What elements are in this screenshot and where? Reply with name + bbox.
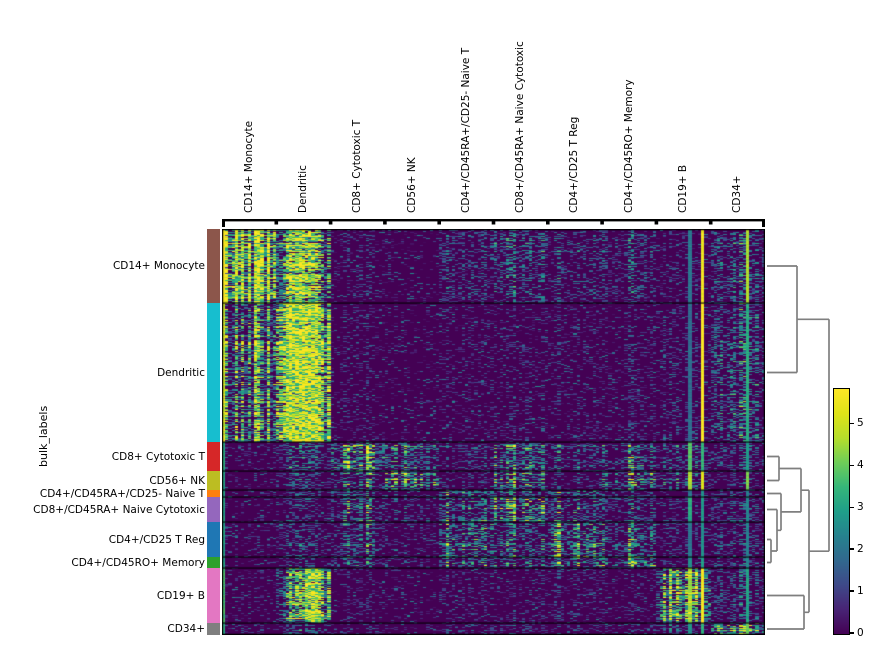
colorbar-tick-label-4: 4 xyxy=(857,458,864,471)
colorbar-tick-5 xyxy=(850,422,854,425)
row-color-6 xyxy=(207,522,220,557)
row-label-6: CD4+/CD25 T Reg xyxy=(108,533,205,546)
colorbar-tick-0 xyxy=(850,632,854,634)
row-label-0: CD14+ Monocyte xyxy=(112,260,205,272)
row-color-7 xyxy=(207,557,220,568)
colorbar-gradient xyxy=(833,388,850,635)
col-label-3: CD56+ NK xyxy=(405,157,418,213)
row-label-5: CD8+/CD45RA+ Naive Cytotoxic xyxy=(33,503,205,516)
col-label-6: CD4+/CD25 T Reg xyxy=(568,116,581,213)
dendrogram xyxy=(767,265,830,630)
col-label-5: CD8+/CD45RA+ Naive Cytotoxic xyxy=(514,41,527,213)
colorbar-tick-label-5: 5 xyxy=(857,417,864,430)
row-label-8: CD19+ B xyxy=(156,589,205,602)
col-label-7: CD4+/CD45RO+ Memory xyxy=(622,79,635,213)
row-color-1 xyxy=(207,303,220,442)
colorbar-tick-4 xyxy=(850,464,854,467)
col-label-0: CD14+ Monocyte xyxy=(242,120,255,213)
colorbar-tick-label-1: 1 xyxy=(857,584,864,597)
col-label-4: CD4+/CD45RA+/CD25- Naive T xyxy=(459,47,472,213)
row-label-7: CD4+/CD45RO+ Memory xyxy=(71,556,205,569)
column-group-bracket xyxy=(222,219,765,227)
row-color-3 xyxy=(207,471,220,490)
row-label-2: CD8+ Cytotoxic T xyxy=(111,450,205,463)
colorbar-tick-label-0: 0 xyxy=(857,626,864,639)
row-label-1: Dendritic xyxy=(157,366,205,379)
row-color-9 xyxy=(207,623,220,635)
col-label-9: CD34+ xyxy=(731,175,744,213)
row-color-2 xyxy=(207,442,220,471)
heatmap-canvas xyxy=(222,229,765,635)
row-label-9: CD34+ xyxy=(167,623,205,635)
row-color-0 xyxy=(207,229,220,303)
row-label-3: CD56+ NK xyxy=(149,474,205,487)
colorbar-tick-label-3: 3 xyxy=(857,500,864,513)
colorbar-tick-1 xyxy=(850,590,854,592)
row-color-band xyxy=(207,229,220,635)
row-color-5 xyxy=(207,497,220,522)
colorbar-tick-3 xyxy=(850,506,854,509)
row-color-8 xyxy=(207,568,220,623)
col-label-8: CD19+ B xyxy=(677,164,690,213)
col-label-2: CD8+ Cytotoxic T xyxy=(351,119,364,213)
colorbar-tick-label-2: 2 xyxy=(857,542,864,555)
row-color-4 xyxy=(207,490,220,497)
row-label-4: CD4+/CD45RA+/CD25- Naive T xyxy=(39,487,205,500)
col-label-1: Dendritic xyxy=(296,165,309,213)
colorbar-tick-2 xyxy=(850,548,854,550)
